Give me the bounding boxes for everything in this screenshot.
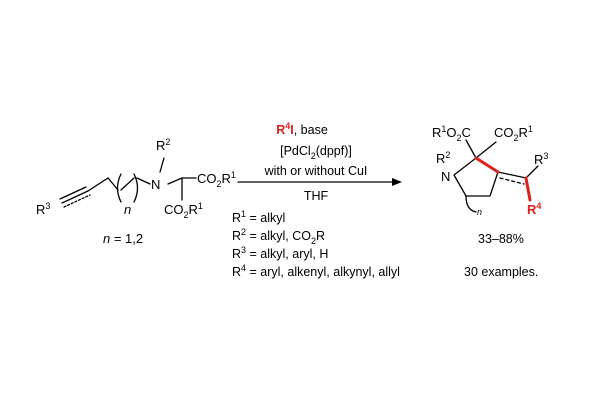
repeat-bracket-right [133, 173, 139, 203]
product-r4-label: R4 [527, 201, 541, 217]
definition-r4: R4 = aryl, alkenyl, alkynyl, allyl [232, 263, 400, 279]
repeat-bracket-left [116, 173, 122, 203]
reactant-r3-label: R3 [36, 201, 50, 217]
reagent-cocatalyst: with or without CuI [264, 164, 368, 178]
product-bracket [465, 195, 477, 213]
alkyne-bond-3 [63, 194, 91, 208]
example-count: 30 examples. [464, 265, 538, 279]
r3-bond [525, 165, 539, 179]
product-structure [453, 139, 539, 202]
reactant-n-index: n [124, 202, 131, 217]
yield-range: 33–88% [478, 232, 524, 246]
chain-bond [87, 177, 119, 192]
reactant-ester-top: CO2R1 [197, 170, 236, 189]
reactant-ester-bottom: CO2R1 [164, 201, 203, 220]
qc-ester-left-bond [465, 139, 477, 159]
n-r2-bond [159, 157, 165, 173]
product-ring [453, 157, 499, 197]
product-r2-label: R2 [436, 150, 450, 166]
new-bond-r4 [524, 176, 532, 202]
product-r3-label: R3 [534, 151, 548, 167]
definition-r3: R3 = alkyl, aryl, H [232, 245, 328, 261]
ch2-n-bond [136, 177, 151, 185]
new-bond-ring [474, 156, 500, 174]
exocyclic-dashed-bond [499, 177, 525, 185]
reagent-catalyst: [PdCl2(dppf)] [280, 144, 352, 161]
reactant-r2-label: R2 [156, 137, 170, 153]
definition-r1: R1 = alkyl [232, 209, 285, 225]
qc-ester-right-bond [475, 141, 497, 159]
reaction-arrowhead [392, 178, 402, 186]
product-ester-left: R1O2C [432, 124, 471, 143]
product-ester-right: CO2R1 [494, 124, 533, 143]
n-ch-bond [167, 177, 183, 185]
reactant-structure [59, 157, 197, 208]
reagent-solvent: THF [304, 189, 329, 203]
definition-r2: R2 = alkyl, CO2R [232, 227, 325, 246]
reactant-n-atom: N [151, 177, 160, 192]
exocyclic-bond [497, 171, 527, 179]
reagent-r4i: R4I, base [276, 121, 328, 137]
alkyne-bond-2 [59, 186, 87, 200]
product-n-index: n [477, 207, 482, 217]
alkyne-bond-1 [61, 190, 89, 204]
product-n-atom: N [441, 169, 450, 184]
substituent-definitions: R1 = alkyl R2 = alkyl, CO2R R3 = alkyl, … [232, 209, 400, 279]
repeat-unit-bond [120, 177, 135, 191]
n-range-label: n = 1,2 [103, 231, 143, 246]
